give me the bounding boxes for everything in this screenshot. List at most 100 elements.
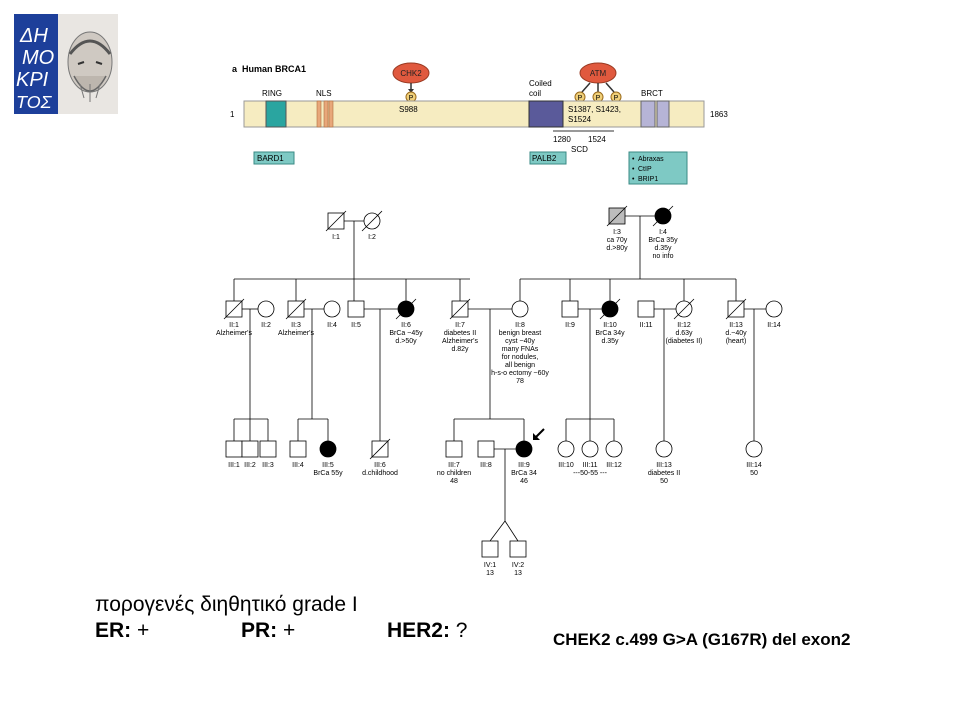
label-II11: II:11 xyxy=(639,322,652,329)
logo-text-2: ΜΟ xyxy=(22,47,54,69)
atm-sites-2: S1524 xyxy=(568,115,592,124)
label-II3: II:3 xyxy=(291,322,301,329)
logo-text-3: ΚΡΙ xyxy=(16,69,49,91)
diagnosis-text: πορογενές διηθητικό grade I xyxy=(95,593,358,616)
label-II6: II:6 xyxy=(401,322,411,329)
note-III13-2: 50 xyxy=(660,478,668,485)
bust-icon xyxy=(67,31,113,102)
label-II9: II:9 xyxy=(565,322,575,329)
label-II13: II:13 xyxy=(729,322,743,329)
note-II8-2: cyst ~40y xyxy=(505,338,535,345)
pedigree-female-II2 xyxy=(257,300,275,318)
note-II13-1: d.~40y xyxy=(725,330,747,337)
label-III14: III:14 xyxy=(746,462,762,469)
note-III9-2: 46 xyxy=(520,478,528,485)
note-II10-1: BrCa 34y xyxy=(595,330,625,337)
pedigree-male-II11 xyxy=(637,300,655,318)
label-I4: I:4 xyxy=(659,229,667,236)
note-III7-1: no children xyxy=(437,470,471,477)
scd-label: SCD xyxy=(571,145,588,154)
deceased-mark xyxy=(725,298,747,320)
her2-label: HER2: xyxy=(386,619,450,642)
label-II2: II:2 xyxy=(261,322,271,329)
brca1-bar xyxy=(243,100,705,128)
label-IV1: IV:1 xyxy=(484,562,496,569)
note-II8-4: for nodules, xyxy=(502,354,539,361)
atm-kinase: ATM P P P xyxy=(574,62,622,103)
deceased-mark xyxy=(285,298,307,320)
deceased-mark xyxy=(361,210,383,232)
label-II4: II:4 xyxy=(327,322,337,329)
label-II14: II:14 xyxy=(767,322,781,329)
bard1-label: BARD1 xyxy=(257,154,284,163)
label-I1: I:1 xyxy=(332,234,340,241)
pedigree-male-IV2 xyxy=(509,540,527,558)
note-III9-1: BrCa 34 xyxy=(511,470,537,477)
pedigree-chart: I:1 I:2 I:3 ca 70y d.>80y I:4 BrCa 35y d… xyxy=(216,205,783,577)
note-II13-2: (heart) xyxy=(726,338,747,345)
note-II3: Alzheimer's xyxy=(278,330,314,337)
brca1-end: 1863 xyxy=(710,110,728,119)
brct-domain-1 xyxy=(640,100,656,128)
pedigree-male-III4 xyxy=(289,440,307,458)
pedigree-male-IV1 xyxy=(481,540,499,558)
note-II8-7: 78 xyxy=(516,378,524,385)
label-II8: II:8 xyxy=(515,322,525,329)
partner-abraxas: Abraxas xyxy=(638,156,664,163)
note-II7-2: Alzheimer's xyxy=(442,338,478,345)
note-I3-1: ca 70y xyxy=(607,237,628,244)
phospho-label: P xyxy=(409,95,414,102)
logo: ΔΗ ΜΟ ΚΡΙ ΤΟΣ xyxy=(14,14,118,114)
pedigree-female-II8 xyxy=(511,300,529,318)
note-II8-1: benign breast xyxy=(499,330,541,337)
scd-start: 1280 xyxy=(553,135,571,144)
nls-label: NLS xyxy=(316,89,332,98)
note-I4-2: d.35y xyxy=(654,245,672,252)
chk2-kinase: CHK2 P xyxy=(392,62,430,103)
pedigree-male-III2 xyxy=(241,440,259,458)
receptor-status: ER: + PR: + HER2: ? xyxy=(95,618,467,644)
note-I4-3: no info xyxy=(652,253,673,260)
deceased-mark xyxy=(606,205,628,227)
pedigree-female-III9-proband xyxy=(515,440,533,458)
label-III8: III:8 xyxy=(480,462,492,469)
pedigree-male-III7 xyxy=(445,440,463,458)
note-III14: 50 xyxy=(750,470,758,477)
palb2-label: PALB2 xyxy=(532,154,557,163)
label-III6: III:6 xyxy=(374,462,386,469)
pathology-summary: πορογενές διηθητικό grade I ER: + PR: + … xyxy=(95,592,467,644)
partner-brip1: BRIP1 xyxy=(638,176,658,183)
scd-end: 1524 xyxy=(588,135,606,144)
note-III5: BrCa 55y xyxy=(313,470,343,477)
pedigree-female-III14 xyxy=(745,440,763,458)
label-II1: II:1 xyxy=(229,322,239,329)
coiled-coil-domain xyxy=(528,100,564,128)
coil-label: coil xyxy=(529,89,541,98)
atm-sites-1: S1387, S1423, xyxy=(568,105,621,114)
brct-partners-box xyxy=(628,151,688,185)
coiled-label: Coiled xyxy=(529,79,552,88)
label-III7: III:7 xyxy=(448,462,460,469)
label-II10: II:10 xyxy=(603,322,617,329)
deceased-mark xyxy=(652,205,674,227)
pedigree-male-III3 xyxy=(259,440,277,458)
phospho-label: P xyxy=(614,95,619,102)
note-III7-2: 48 xyxy=(450,478,458,485)
label-III1: III:1 xyxy=(228,462,240,469)
label-III9: III:9 xyxy=(518,462,530,469)
note-II8-6: h-s-o ectomy ~60y xyxy=(491,370,549,377)
label-III10: III:10 xyxy=(558,462,574,469)
nls-domain-1 xyxy=(316,100,322,128)
pedigree-female-III11 xyxy=(581,440,599,458)
svg-text:•: • xyxy=(632,166,635,173)
deceased-mark xyxy=(369,438,391,460)
note-II1: Alzheimer's xyxy=(216,330,252,337)
pedigree-male-II9 xyxy=(561,300,579,318)
deceased-mark xyxy=(599,298,621,320)
svg-text:•: • xyxy=(632,176,635,183)
pr-value: + xyxy=(282,619,296,642)
label-III12: III:12 xyxy=(606,462,622,469)
pedigree-female-II4 xyxy=(323,300,341,318)
deceased-mark xyxy=(395,298,417,320)
label-I3: I:3 xyxy=(613,229,621,236)
